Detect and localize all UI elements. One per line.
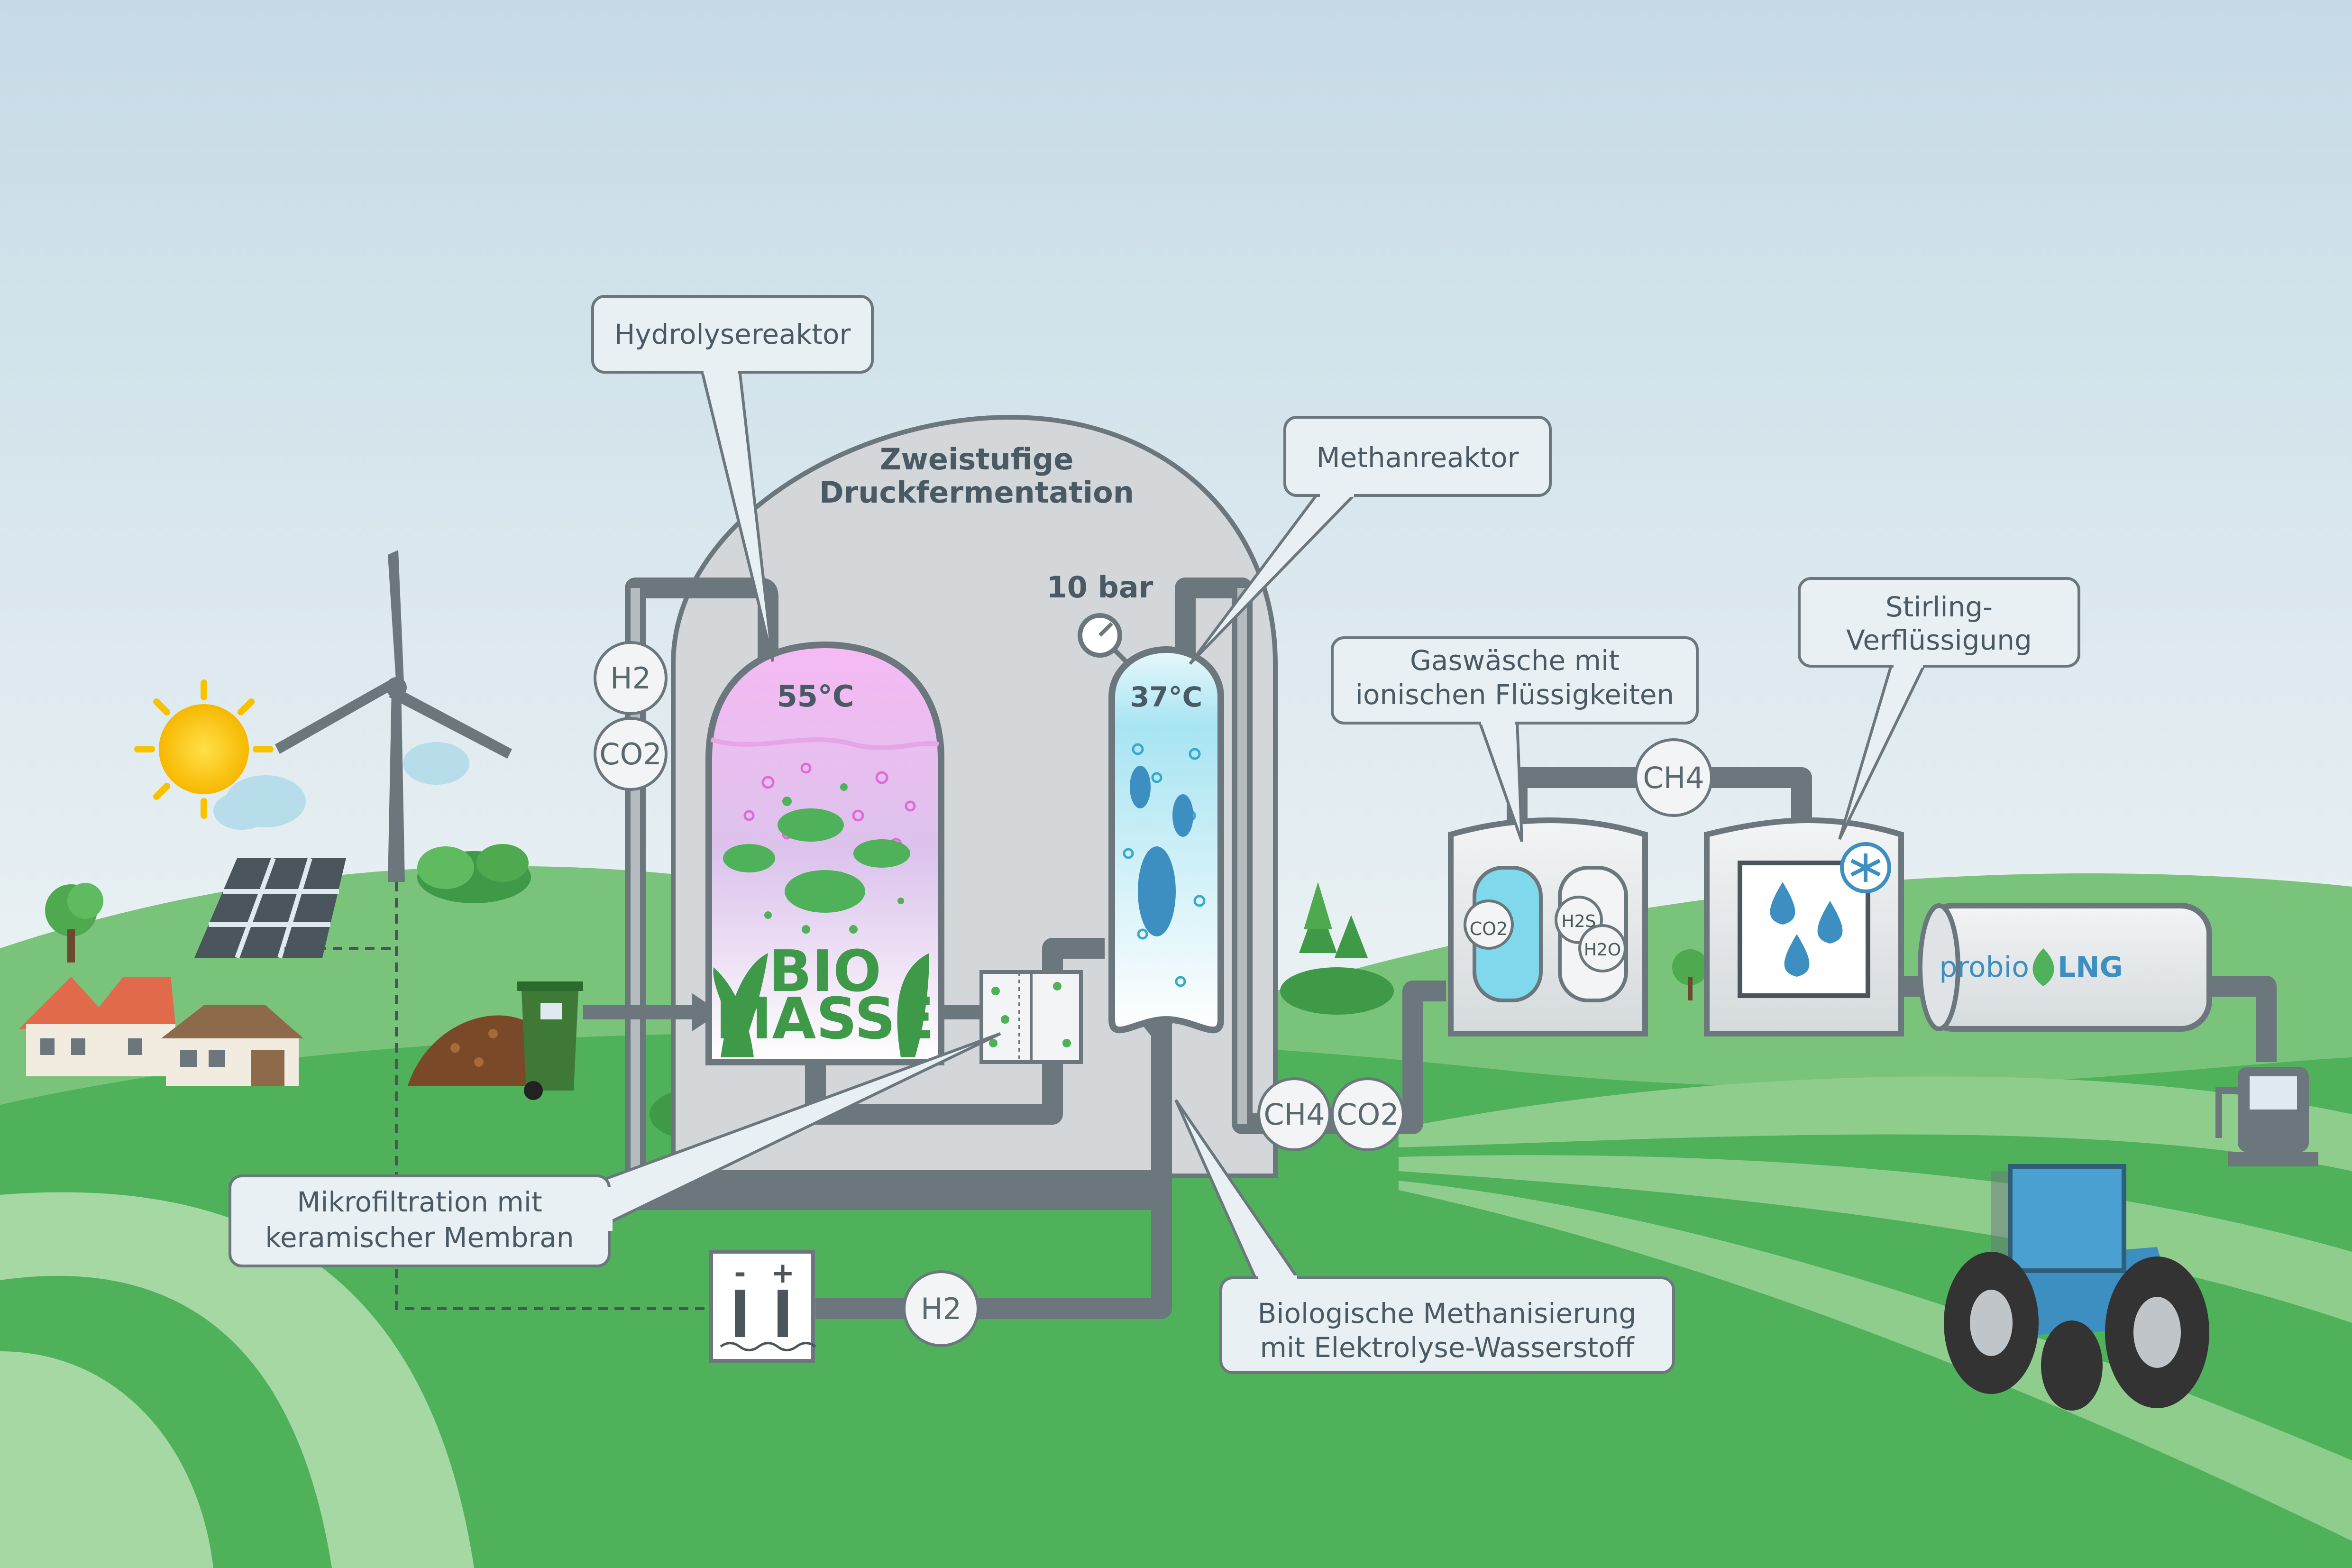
svg-text:Stirling-: Stirling- [1885,591,1993,623]
callout-hydrolysis: Hydrolysereaktor [591,295,874,662]
lng-tank: probio LNG [1918,903,2212,1032]
field-stripe [0,1192,474,1568]
fuel-pump-icon [2215,1067,2318,1166]
svg-text:CH4: CH4 [1643,761,1704,795]
sun-icon [134,679,306,830]
electrolyzer-plus: + [771,1256,795,1290]
hydrolysis-reactor: BIO MASSE 55°C [705,641,944,1065]
leaf-icon [2032,948,2054,986]
hydrolysis-temperature: 55°C [777,679,854,714]
electrolyzer-minus: - [734,1256,746,1290]
methane-reactor: 37°C [1108,646,1224,1034]
svg-text:H2: H2 [610,661,651,696]
solar-panel-icon [194,857,346,959]
scrub-co2-label: CO2 [1470,918,1508,939]
building-title-line2: Druckfermentation [819,475,1134,510]
callout-stirling: Stirling- Verflüssigung [1798,577,2080,840]
compost-heap-icon [408,1015,556,1086]
building-title-line1: Zweistufige [880,442,1074,477]
scrub-h2o-label: H2O [1584,940,1621,960]
pressure-gauge-icon [1078,613,1130,666]
bio-waste-bin-icon [517,981,583,1100]
svg-text:CH4: CH4 [1263,1097,1325,1132]
svg-text:Methanreaktor: Methanreaktor [1317,441,1519,474]
field-stripe [0,1351,213,1568]
gas-bubble-co2-left: CO2 [594,717,668,791]
brand-prefix: probio [1939,951,2029,984]
callout-microfiltration: Mikrofiltration mit keramischer Membran [229,1032,1001,1267]
svg-text:H2: H2 [921,1292,961,1326]
svg-text:keramischer Membran: keramischer Membran [265,1221,574,1254]
svg-text:Hydrolysereaktor: Hydrolysereaktor [614,318,851,350]
biomass-label-line1: BIO [769,939,881,1005]
biomass-label-line2: MASSE [715,986,934,1052]
svg-text:Gaswäsche mit: Gaswäsche mit [1410,644,1620,677]
field-stripe [1399,1155,2352,1323]
callout-methane-reactor: Methanreaktor [1189,416,1552,665]
wind-turbine-icon [275,550,512,882]
pressure-label: 10 bar [1047,570,1153,605]
svg-text:Mikrofiltration mit: Mikrofiltration mit [297,1186,542,1218]
svg-text:Verflüssigung: Verflüssigung [1846,624,2032,656]
gas-bubble-co2-out: CO2 [1331,1077,1405,1151]
gas-bubble-h2-left: H2 [594,641,668,715]
svg-text:ionischen Flüssigkeiten: ionischen Flüssigkeiten [1355,679,1674,711]
svg-text:CO2: CO2 [1336,1097,1399,1132]
methane-temperature: 37°C [1130,681,1202,713]
brand-suffix: LNG [2058,951,2123,984]
scrub-h2s-label: H2S [1562,912,1596,931]
power-line [284,882,711,1310]
microfilter-module [979,970,1083,1064]
callout-gas-scrubbing: Gaswäsche mit ionischen Flüssigkeiten [1331,636,1699,842]
gas-bubble-h2-bottom: H2 [903,1270,979,1347]
tractor-icon [1944,1164,2209,1411]
field-stripe [1399,1076,2352,1171]
farm-houses-icon [19,977,303,1086]
stirling-liquefaction-unit [1704,817,1904,1036]
svg-text:CO2: CO2 [599,737,662,771]
electrolyzer-icon: - + [709,1250,816,1363]
svg-text:mit Elektrolyse-Wasserstoff: mit Elektrolyse-Wasserstoff [1260,1331,1635,1364]
gas-bubble-ch4-top: CH4 [1634,738,1713,817]
svg-text:Biologische Methanisierung: Biologische Methanisierung [1258,1297,1637,1330]
callout-bio-methanation: Biologische Methanisierung mit Elektroly… [1174,1099,1675,1374]
gas-scrubber-unit: CO2 H2S H2O [1448,817,1648,1036]
gas-bubble-ch4-out: CH4 [1257,1077,1331,1151]
